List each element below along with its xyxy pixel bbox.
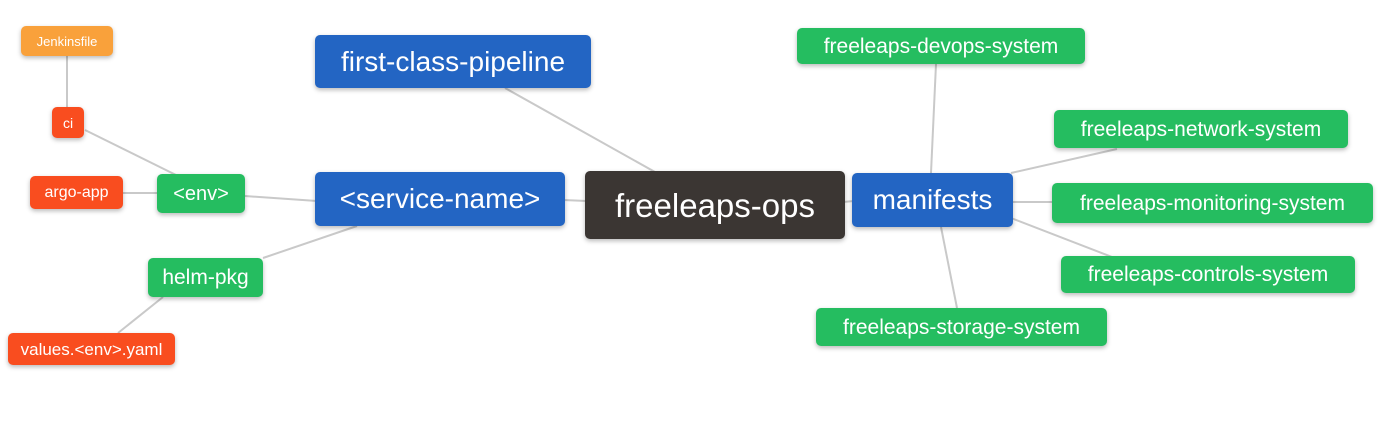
connector-manifests-devops: [930, 63, 937, 174]
node-manifests[interactable]: manifests: [852, 173, 1013, 227]
connector-helm-pkg-values: [117, 296, 164, 334]
connector-manifests-storage: [940, 226, 958, 309]
node-jenkinsfile[interactable]: Jenkinsfile: [21, 26, 113, 56]
node-ci[interactable]: ci: [52, 107, 84, 138]
node-helm-pkg[interactable]: helm-pkg: [148, 258, 263, 297]
connector-pipeline-root: [504, 87, 656, 173]
connector-manifests-network: [1010, 148, 1118, 174]
node-freeleaps-ops[interactable]: freeleaps-ops: [585, 171, 845, 239]
node-freeleaps-network-system[interactable]: freeleaps-network-system: [1054, 110, 1348, 148]
connector-ci-env: [84, 129, 177, 176]
node-argo-app[interactable]: argo-app: [30, 176, 123, 209]
node-service-name[interactable]: <service-name>: [315, 172, 565, 226]
node-freeleaps-monitoring-system[interactable]: freeleaps-monitoring-system: [1052, 183, 1373, 223]
node-freeleaps-controls-system[interactable]: freeleaps-controls-system: [1061, 256, 1355, 293]
node-freeleaps-storage-system[interactable]: freeleaps-storage-system: [816, 308, 1107, 346]
connector-env-service-name: [244, 195, 318, 202]
connector-manifests-controls: [1010, 217, 1113, 258]
connector-helm-pkg-service-name: [262, 225, 358, 259]
connector-service-name-root: [562, 199, 588, 202]
node-values-env-yaml[interactable]: values.<env>.yaml: [8, 333, 175, 365]
node-first-class-pipeline[interactable]: first-class-pipeline: [315, 35, 591, 88]
node-freeleaps-devops-system[interactable]: freeleaps-devops-system: [797, 28, 1085, 64]
node-env[interactable]: <env>: [157, 174, 245, 213]
